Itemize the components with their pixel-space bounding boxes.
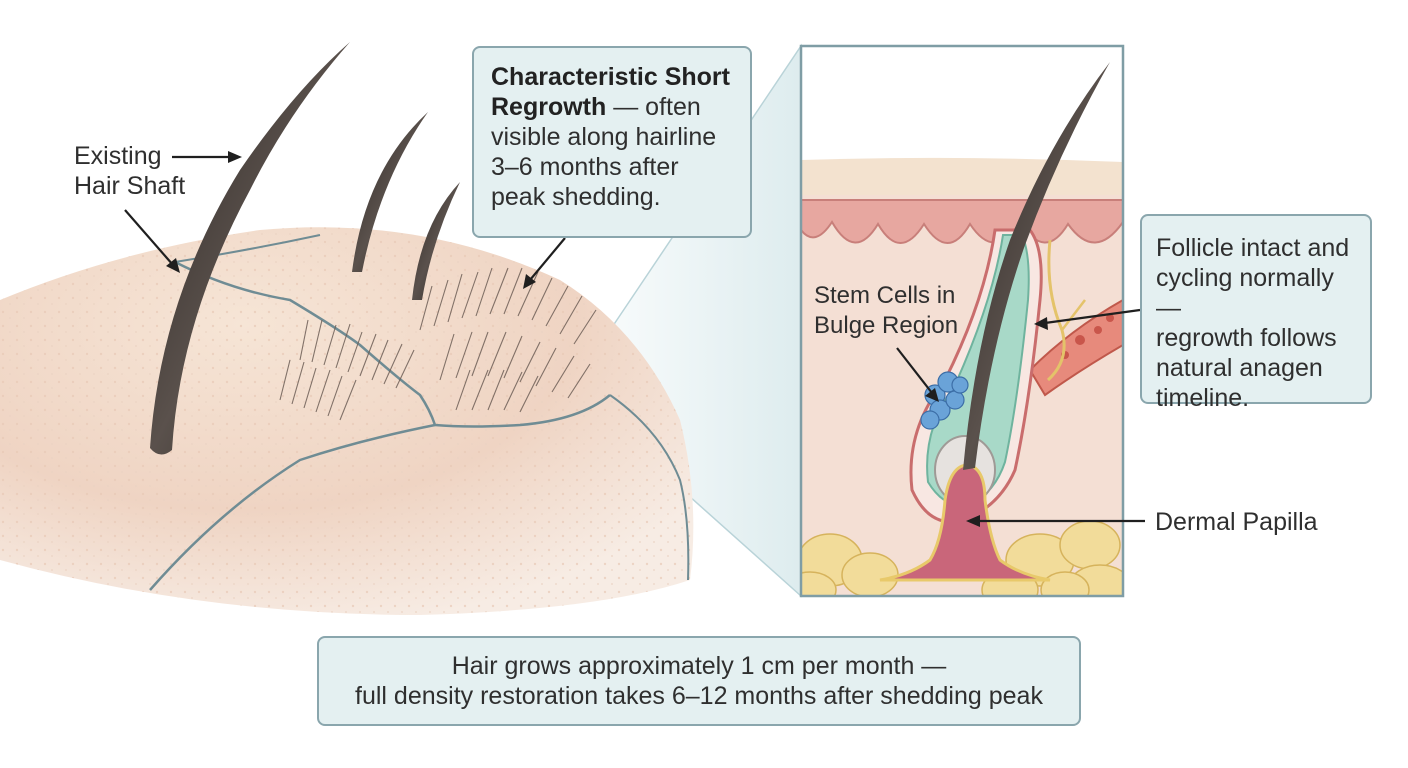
existing-hair-shaft [150, 42, 350, 455]
callout-line: regrowth follows [1156, 324, 1337, 352]
follicle-inset [801, 46, 1123, 596]
callout-line: Follicle intact and [1156, 234, 1350, 262]
callout-line: natural anagen [1156, 354, 1323, 382]
label-stem-cells: Stem Cells in Bulge Region [814, 281, 958, 341]
label-line: Stem Cells in [814, 282, 956, 309]
label-line: Existing [74, 142, 162, 170]
caption-box: Hair grows approximately 1 cm per month … [317, 636, 1081, 726]
callout-body: — often visible along hairline 3–6 month… [491, 93, 717, 211]
callout-short-regrowth: Characteristic Short Regrowth — often vi… [472, 46, 752, 238]
callout-follicle-intact: Follicle intact and cycling normally — r… [1140, 214, 1372, 412]
label-existing-hair-shaft: Existing Hair Shaft [74, 141, 185, 201]
caption-line: Hair grows approximately 1 cm per month … [451, 652, 947, 680]
arrow-regrowth [529, 237, 566, 281]
arrow-follicle [1044, 308, 1141, 325]
label-line: Bulge Region [814, 312, 959, 339]
label-line: Hair Shaft [74, 172, 186, 200]
callout-title: Characteristic Short Regrowth [491, 63, 730, 121]
arrow-stem-cells [896, 347, 933, 394]
callout-line: cycling normally — [1156, 264, 1334, 322]
arrow-hair-root [124, 209, 174, 266]
callout-line: timeline. [1156, 384, 1250, 412]
label-dermal-papilla: Dermal Papilla [1155, 508, 1318, 536]
caption-line: full density restoration takes 6–12 mont… [355, 682, 1043, 710]
